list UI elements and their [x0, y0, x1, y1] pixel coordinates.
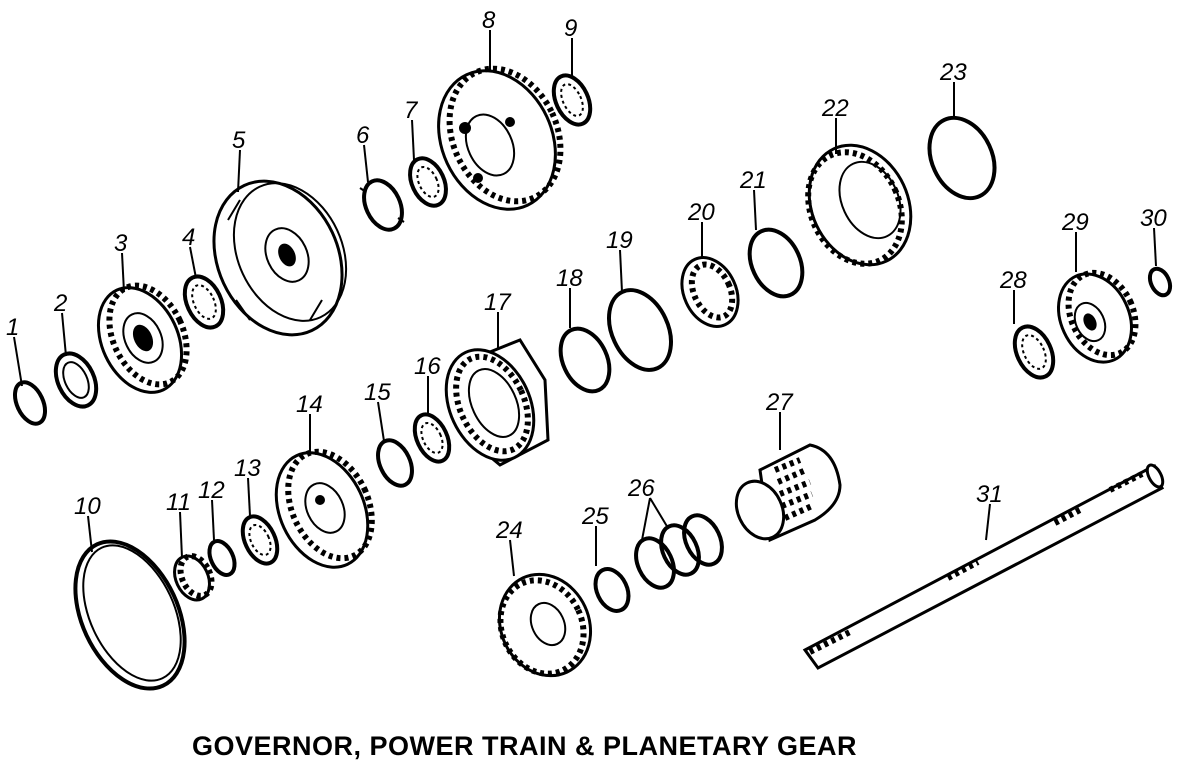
callout-11: 11: [166, 489, 191, 516]
part-25-washer: [593, 567, 631, 613]
part-21-snap-ring: [747, 227, 805, 299]
callout-29: 29: [1061, 209, 1089, 236]
diagram-title: GOVERNOR, POWER TRAIN & PLANETARY GEAR: [192, 731, 858, 761]
part-14-planetary-carrier: [274, 448, 375, 569]
callout-7: 7: [404, 97, 419, 124]
part-6-tab-washer: [359, 178, 405, 232]
part-23-snap-ring: [927, 115, 997, 201]
part-15-tab-washer: [376, 438, 414, 488]
callout-5: 5: [232, 127, 246, 154]
callout-23: 23: [939, 59, 967, 86]
part-2-thrust-washer: [53, 351, 99, 409]
part-24-gear: [497, 572, 593, 678]
part-20-bearing: [680, 256, 740, 328]
callout-22: 22: [821, 95, 849, 122]
part-13-bearing: [240, 514, 280, 566]
part-3-gear: [96, 282, 190, 394]
callout-leader-lines: [13, 30, 1157, 577]
callout-4: 4: [182, 224, 195, 251]
part-8-ring-gear: [437, 65, 564, 211]
part-5-drum: [212, 179, 348, 337]
callout-15: 15: [364, 379, 391, 406]
part-28-thrust-bearing: [1012, 324, 1056, 380]
callout-2: 2: [53, 290, 67, 317]
part-29-gear: [1057, 269, 1139, 364]
callout-3: 3: [114, 230, 128, 257]
part-17-clutch-drum: [444, 338, 550, 467]
callout-numbers: 1 2 3 4 5 6 7 8 9 10 11 12 13 14 15 16 1…: [6, 7, 1167, 544]
callout-31: 31: [976, 481, 1003, 508]
callout-14: 14: [296, 391, 323, 418]
callout-1: 1: [6, 314, 19, 341]
callout-28: 28: [999, 267, 1027, 294]
part-18-snap-ring: [558, 326, 612, 394]
callout-25: 25: [581, 503, 609, 530]
part-1-snap-ring: [12, 380, 48, 426]
part-31-output-shaft: [802, 463, 1165, 670]
part-27-governor-body: [734, 443, 842, 543]
callout-9: 9: [564, 15, 577, 42]
callout-16: 16: [414, 353, 441, 380]
part-9-thrust-bearing: [551, 73, 593, 127]
callout-12: 12: [198, 477, 225, 504]
callout-21: 21: [739, 167, 767, 194]
part-12-washer: [207, 539, 237, 577]
callout-10: 10: [74, 493, 101, 520]
callout-18: 18: [556, 265, 583, 292]
callout-26: 26: [627, 475, 655, 502]
callout-8: 8: [482, 7, 496, 34]
callout-27: 27: [765, 389, 794, 416]
callout-24: 24: [495, 517, 523, 544]
callout-17: 17: [484, 289, 512, 316]
callout-30: 30: [1140, 205, 1167, 232]
callout-20: 20: [687, 199, 715, 226]
callout-19: 19: [606, 227, 633, 254]
callout-6: 6: [356, 122, 370, 149]
callout-13: 13: [234, 455, 261, 482]
part-4-bearing: [182, 274, 226, 330]
part-10-large-ring: [73, 539, 187, 691]
part-26-seal-rings: [634, 513, 724, 590]
part-11-bearing: [173, 553, 215, 602]
part-16-bearing: [412, 412, 452, 464]
part-30-snap-ring: [1147, 266, 1173, 298]
part-7-bearing: [408, 156, 448, 208]
part-22-gear: [805, 143, 913, 267]
